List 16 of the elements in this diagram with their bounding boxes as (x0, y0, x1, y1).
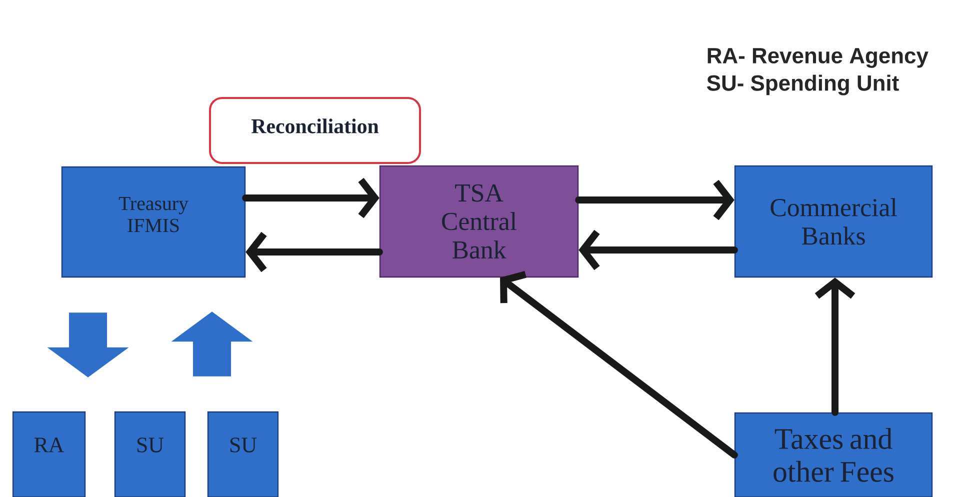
arrow (575, 180, 734, 220)
arrow (246, 232, 383, 272)
process-box: Treasury IFMIS (61, 166, 246, 278)
legend-note: RA- Revenue Agency (708, 48, 928, 68)
process-box: TSA Central Bank (379, 165, 579, 278)
process-box: Commercial Banks (734, 165, 933, 278)
arrow (242, 178, 380, 218)
process-box: SU (207, 411, 279, 497)
process-box: Taxes and other Fees (734, 412, 933, 497)
arrow (500, 270, 738, 458)
label-box: Reconciliation (209, 96, 421, 164)
arrow (578, 230, 738, 270)
process-box: RA (12, 411, 86, 497)
legend-note: SU- Spending Unit (707, 74, 899, 96)
process-box: SU (114, 411, 186, 497)
arrow (814, 278, 856, 416)
